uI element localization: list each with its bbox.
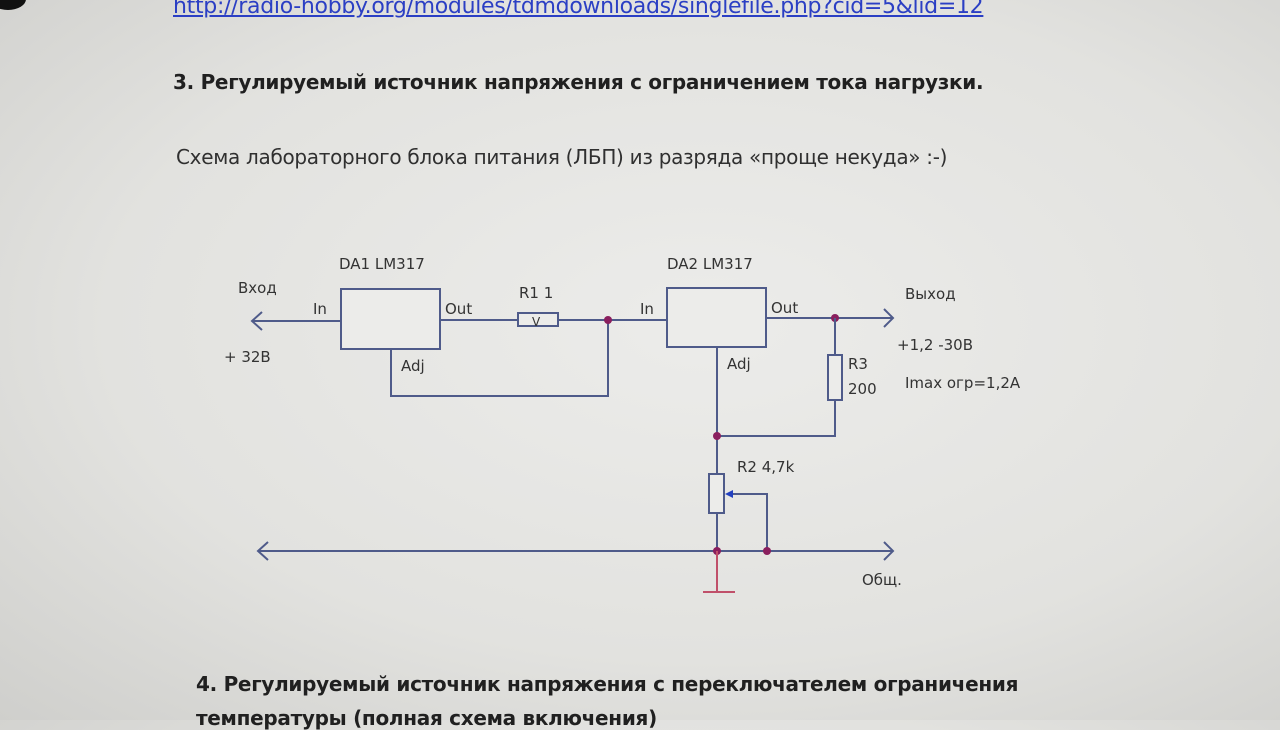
- r1-label: R1 1: [519, 284, 553, 302]
- r3-value: 200: [848, 380, 877, 398]
- da2-label: DA2 LM317: [667, 255, 753, 273]
- section-3-description: Схема лабораторного блока питания (ЛБП) …: [176, 145, 948, 169]
- r2-label: R2 4,7k: [737, 458, 795, 476]
- output-voltage: +1,2 -30В: [897, 336, 973, 354]
- junction-node: [713, 432, 721, 440]
- download-link[interactable]: http://radio-hobby.org/modules/tdmdownlo…: [173, 0, 984, 19]
- da1-pin-out: Out: [445, 300, 472, 318]
- common-label: Общ.: [862, 571, 902, 589]
- section-4-heading: 4. Регулируемый источник напряжения с пе…: [196, 672, 1019, 696]
- da1-regulator: [340, 288, 441, 350]
- r2-potentiometer: [708, 473, 725, 514]
- da2-regulator: [666, 287, 767, 348]
- da1-adj-feedback-wire: [390, 320, 609, 397]
- input-label: Вход: [238, 279, 277, 297]
- input-voltage: + 32В: [224, 348, 271, 366]
- camera-shadow: [0, 0, 26, 10]
- r3-name: R3: [848, 355, 868, 373]
- da2-pin-in: In: [640, 300, 654, 318]
- da1-label: DA1 LM317: [339, 255, 425, 273]
- da2-pin-out: Out: [771, 299, 798, 317]
- section-4-heading-continued: температуры (полная схема включения): [196, 706, 657, 730]
- ground-icon: [703, 551, 735, 593]
- input-arrow: [250, 311, 341, 331]
- section-3-heading: 3. Регулируемый источник напряжения с ог…: [173, 70, 984, 94]
- da1-pin-in: In: [313, 300, 327, 318]
- output-label: Выход: [905, 285, 956, 303]
- r3-resistor: [827, 354, 843, 401]
- r2-wiper-arrow-icon: [725, 490, 733, 498]
- r2-wiper-wire: [727, 493, 768, 551]
- junction-node: [604, 316, 612, 324]
- r3-wire: [717, 318, 836, 437]
- da1-pin-adj: Adj: [401, 357, 425, 375]
- da2-pin-adj: Adj: [727, 355, 751, 373]
- junction-node: [763, 547, 771, 555]
- r1-marking: V: [532, 315, 541, 329]
- common-bus: [256, 541, 895, 561]
- r1-resistor: [517, 312, 559, 327]
- output-arrow: [766, 308, 895, 328]
- current-limit: Imax огр=1,2А: [905, 374, 1021, 392]
